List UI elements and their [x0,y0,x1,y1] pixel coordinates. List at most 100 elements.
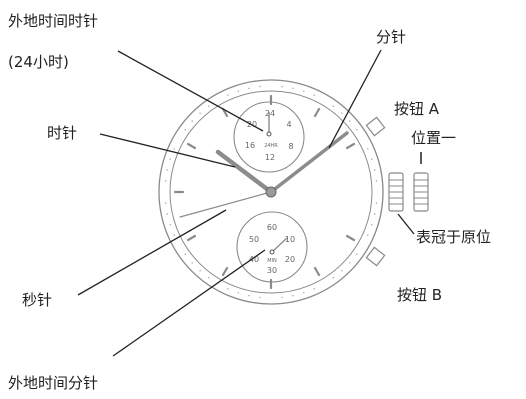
minute-dot [356,253,358,255]
minute-dot [356,129,358,131]
leader-crown [397,213,415,235]
upper-numeral-12: 12 [265,153,275,162]
minute-dot [191,120,193,122]
marker-4 [345,234,356,242]
lower-subdial-caption: MIN [267,258,277,264]
leader-hour [99,133,236,168]
lower-subdial-pivot [269,249,275,255]
minute-dot [349,120,351,122]
minute-dot [248,295,250,297]
minute-dot [184,253,186,255]
marker-2 [345,142,356,150]
upper-numeral-24: 24 [265,109,275,118]
minute-dot [292,295,294,297]
upper-subdial-ring [233,101,305,173]
lower-numeral-10: 10 [285,235,295,244]
minute-dot [341,112,343,114]
leader-lines [77,49,415,357]
main-hands [179,131,349,218]
minute-dot [259,296,261,299]
label-hour-hand: 时针 [47,124,77,142]
minute-dot [237,292,239,294]
minute-dot [313,288,315,290]
minute-dot [169,158,171,160]
minute-dot [227,288,229,290]
marker-11 [221,107,229,118]
minute-dot [166,213,168,215]
upper-subdial-caption: 24HR [264,143,278,149]
center-pivot [265,186,277,198]
pusher-b [365,246,386,267]
minute-dot [164,202,167,204]
minute-dot [303,90,305,92]
minute-dot [199,112,201,114]
label-crown-normal-position: 表冠于原位 [416,228,491,246]
leader-home-hour [117,50,264,132]
minute-dot [371,158,373,160]
minute-dot [281,296,283,299]
outer-bezel [158,79,384,305]
label-home-time-hour-hand: 外地时间时针 [8,12,98,30]
minute-dot [375,180,378,182]
minute-dot [303,292,305,294]
upper-subdial-24hr: 24 4 8 12 16 20 24HR [233,101,305,173]
upper-numeral-16: 16 [245,141,255,150]
minute-dot [248,87,250,90]
lower-subdial-ring [236,211,308,283]
minute-dot [208,277,210,279]
label-home-time-minute-hand: 外地时间分针 [8,374,98,392]
minute-dot [191,262,193,264]
minute-dot [166,169,168,171]
leader-home-minute [112,249,266,357]
minute-track [164,85,378,299]
marker-5 [313,266,321,277]
minute-dot [371,224,373,226]
second-hand [179,191,272,218]
label-24-hour: (24小时) [8,53,69,71]
minute-dot [164,180,167,182]
minute-dot [227,94,229,96]
lower-numeral-30: 30 [267,266,277,275]
hour-markers [173,94,356,290]
leader-second [77,209,227,296]
lower-numeral-40: 40 [249,255,259,264]
upper-numeral-4: 4 [286,120,291,129]
lower-numeral-60: 60 [267,223,277,232]
minute-hand [269,131,349,194]
minute-dot [349,262,351,264]
minute-dot [374,213,376,215]
lower-numeral-50: 50 [249,235,259,244]
marker-8 [186,234,197,242]
crown-grip-lines [389,179,428,205]
hour-hand [215,149,274,195]
minute-dot [332,105,334,107]
label-button-b: 按钮 B [397,286,442,304]
minute-dot [281,85,283,88]
minute-dot [375,202,378,204]
label-minute-hand: 分针 [376,28,406,46]
minute-dot [332,277,334,279]
minute-dot [237,90,239,92]
label-position-one: 位置一 [411,129,456,147]
minute-dot [199,270,201,272]
minute-dot [259,85,261,88]
watch-dial [158,79,384,305]
minute-dot [208,105,210,107]
label-button-a: 按钮 A [394,100,440,118]
minute-dot [173,234,175,236]
upper-subdial-pivot [266,131,272,137]
marker-1 [313,107,321,118]
lower-subdial-hand [271,237,288,253]
lower-subdial-minutes: 60 10 20 30 40 50 MIN [236,211,308,283]
lower-numeral-20: 20 [285,255,295,264]
label-second-hand: 秒针 [22,291,52,309]
minute-dot [184,129,186,131]
minute-dot [367,234,369,236]
inner-dial-ring [169,90,373,294]
minute-dot [292,87,294,90]
minute-dot [173,148,175,150]
minute-dot [341,270,343,272]
minute-dot [367,148,369,150]
upper-numeral-8: 8 [288,142,293,151]
